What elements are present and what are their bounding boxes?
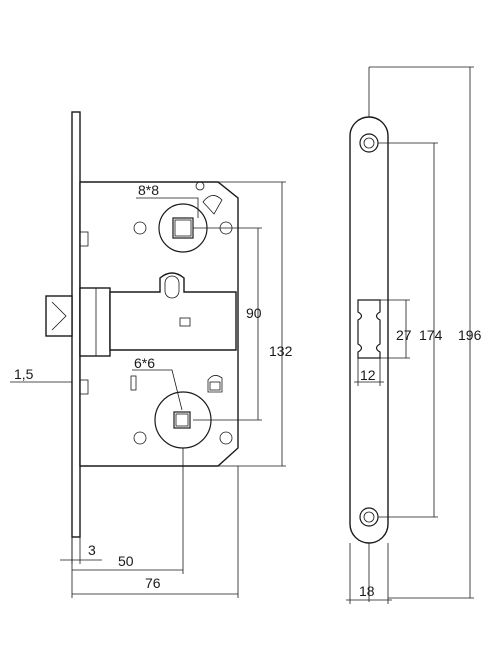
dimension-18-lines [346,543,392,604]
dimension-50-lines [72,448,184,574]
dimension-174-lines [378,142,438,518]
screw-hole [133,431,147,445]
dimension-76-lines [71,466,239,598]
hole-size-label-bottom: 6*6 [134,355,155,371]
screw-hole [195,181,205,191]
dimension-1-5: 1,5 [14,366,34,382]
label-leader-6x6 [132,369,183,411]
latch-bolt [45,287,111,357]
faceplate [71,111,81,538]
dimension-12-lines [354,358,384,386]
hole-size-label-top: 8*8 [138,182,159,198]
dimension-196-lines [368,66,474,602]
screw-hole [133,221,147,235]
dimension-90: 90 [246,305,262,321]
dimension-1-5-lines [10,376,73,388]
faceplate-clip-bottom [79,379,89,395]
dimension-90-lines [193,227,262,421]
dimension-132-lines [218,181,286,467]
strike-plate-view: 27 174 196 12 18 [346,66,482,604]
mortise-lock-front-view: 8*8 6*6 90 132 1,5 3 50 76 [10,111,293,598]
label-leader-8x8 [136,197,199,218]
dimension-18: 18 [359,583,375,599]
dimension-174: 174 [419,327,443,343]
faceplate-clip-top [79,231,89,247]
dimension-12: 12 [360,367,376,383]
dimension-50: 50 [118,553,134,569]
dimension-196: 196 [458,327,482,343]
dimension-76: 76 [145,575,161,591]
dimension-3: 3 [88,542,96,558]
dimension-27: 27 [396,327,412,343]
screw-hole [219,431,233,445]
dimension-132: 132 [269,343,293,359]
dimension-27-lines [380,299,410,359]
slot [130,375,137,391]
latch-slide [109,272,237,351]
strike-plate [349,116,389,544]
